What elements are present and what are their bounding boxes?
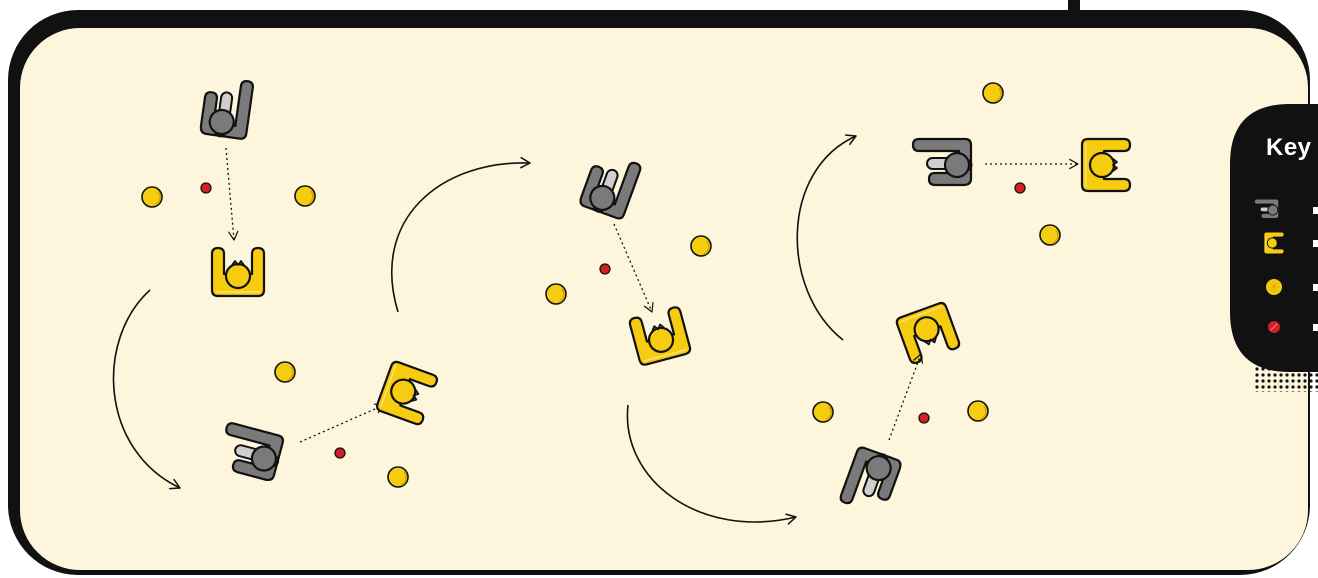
key-label-stub [1313, 324, 1318, 331]
key-label-stub [1313, 284, 1318, 291]
ball-icon [1015, 183, 1025, 193]
ball-icon [600, 264, 610, 274]
fielder-dot-icon [546, 284, 566, 304]
fielder-dot-icon [388, 467, 408, 487]
fielder-dot-icon [142, 187, 162, 207]
fielder-dot-icon [1040, 225, 1060, 245]
fielder-dot-icon [813, 402, 833, 422]
key-title: Key [1266, 134, 1312, 162]
fielder-dot-icon [275, 362, 295, 382]
fielder-dot-icon [983, 83, 1003, 103]
key-label-stub [1313, 240, 1318, 247]
key-item-ball [1268, 321, 1280, 333]
fielder-dot-icon [968, 401, 988, 421]
ball-icon [201, 183, 211, 193]
fielder-dot-icon [691, 236, 711, 256]
key-label-stub [1313, 207, 1318, 214]
ball-icon [919, 413, 929, 423]
fielder-dot-icon [295, 186, 315, 206]
frame-tab [1068, 0, 1080, 14]
ball-icon [335, 448, 345, 458]
key-item-fielder-dot [1266, 279, 1283, 296]
